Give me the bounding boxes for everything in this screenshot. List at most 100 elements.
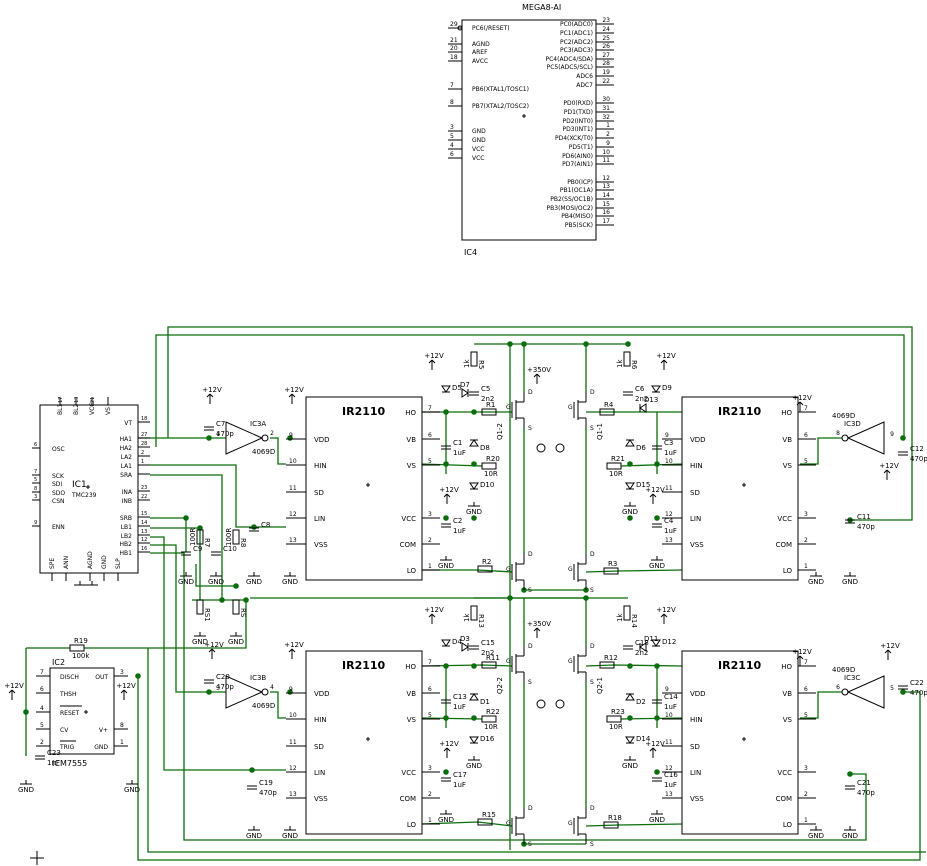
supply-arrow	[533, 373, 538, 378]
mosfet-source-label: S	[590, 425, 594, 432]
junction-dot	[443, 409, 449, 415]
wires	[23, 326, 926, 861]
wire	[270, 691, 286, 719]
diode-ref: D7	[460, 381, 470, 389]
tmc-pin-label: SRA	[120, 472, 133, 479]
junction-dot	[900, 689, 906, 695]
diode-ref: D11	[644, 635, 658, 643]
capacitor-value: 1uF	[664, 449, 677, 457]
ir2110-pin-number: 12	[665, 765, 673, 772]
tmc-pin-number: 17	[58, 397, 64, 403]
supply-label: +12V	[439, 740, 459, 748]
resistor-body	[470, 605, 478, 621]
diode-ref: D15	[636, 481, 650, 489]
resistor-ref: R2	[482, 558, 491, 566]
supply-arrow	[288, 648, 293, 653]
mosfet-drain-label: D	[590, 643, 595, 650]
ir2110-pin-label: LIN	[314, 769, 325, 777]
ir2110-pin-number: 3	[428, 511, 432, 518]
supply-arrow	[209, 393, 214, 398]
timer-pin-number: 4	[40, 705, 44, 712]
resistor-body	[232, 599, 240, 615]
mcu-pin-label: PC6(/RESET)	[472, 25, 510, 32]
inverted-pin-bubble	[457, 25, 463, 31]
tmc-pin-label: LA1	[121, 463, 133, 470]
motor-terminal	[536, 443, 546, 453]
wire	[195, 564, 236, 587]
ir2110-pin-number: 1	[804, 563, 808, 570]
capacitor-value: 470p	[910, 455, 927, 463]
ir2110-pin-label: LO	[407, 821, 417, 829]
inverter-pin-number: 4	[270, 684, 274, 691]
tmc-pin-label: LA2	[121, 454, 133, 461]
tmc-pin-number: 13	[74, 397, 80, 403]
inverter-part: 4069D	[252, 702, 275, 710]
gnd-label: GND	[246, 578, 262, 586]
mosfet-ref: Q2-1	[596, 677, 604, 694]
mosfet-drain-label: D	[590, 389, 595, 396]
gnd-label: GND	[808, 832, 824, 840]
ir2110-pin-number: 2	[428, 537, 432, 544]
gnd-label: GND	[649, 816, 665, 824]
diode-symbol	[469, 693, 479, 701]
motor-terminal	[536, 699, 546, 709]
capacitor-ref: C11	[857, 513, 871, 521]
ir2110-pin-number: 2	[428, 791, 432, 798]
supply-arrow	[796, 401, 801, 406]
supply-arrow	[446, 747, 451, 752]
tmc-pin-label: GND	[101, 555, 108, 569]
ir2110-pin-label: VCC	[401, 515, 416, 523]
capacitor-ref: C20	[216, 673, 230, 681]
supply-arrow	[536, 373, 541, 378]
junction-dot	[507, 595, 513, 601]
resistor-ref: R22	[486, 708, 500, 716]
capacitor-value: 1uF	[664, 703, 677, 711]
ir2110-pin-number: 5	[428, 712, 432, 719]
ir2110-pin-label: HIN	[314, 716, 327, 724]
mcu-pin-number: 29	[450, 21, 458, 28]
mcu-pin-label: AGND	[472, 41, 490, 48]
ir2110-pin-number: 2	[804, 791, 808, 798]
resistor-ref: R7	[203, 538, 211, 547]
gnd-label: GND	[466, 508, 482, 516]
tmc-pin-number: 18	[141, 416, 147, 422]
ir2110-pin-label: SD	[690, 743, 700, 751]
ir2110-pin-label: HIN	[690, 716, 703, 724]
junction-dot	[900, 435, 906, 441]
ir2110-pin-label: HO	[405, 663, 416, 671]
gnd-label: GND	[208, 578, 224, 586]
supply-arrow	[211, 648, 216, 653]
junction-dot	[471, 515, 477, 521]
mcu-pin-number: 18	[450, 54, 458, 61]
diode-ref: D10	[480, 481, 494, 489]
resistor-ref: R21	[611, 455, 625, 463]
mcu-pin-number: 1	[606, 122, 610, 129]
tmc-pin-label: AGND	[87, 551, 94, 569]
junction-dot	[654, 715, 660, 721]
diode-symbol	[639, 642, 647, 652]
ir2110-pin-number: 5	[428, 458, 432, 465]
ir2110-pin-number: 6	[428, 686, 432, 693]
supply-arrow	[443, 493, 448, 498]
inverter-pin-number: 3	[216, 685, 220, 692]
inverter-ref: IC3C	[844, 674, 860, 682]
ir2110-pin-label: VB	[782, 436, 792, 444]
gnd-label: GND	[649, 562, 665, 570]
gnd-label: GND	[808, 578, 824, 586]
mcu-pin-number: 25	[602, 35, 610, 42]
ir2110-pin-label: HIN	[690, 462, 703, 470]
tmc-pin-number: 16	[141, 546, 147, 552]
mosfet-ref: Q1-2	[496, 423, 504, 440]
junction-dot	[583, 595, 589, 601]
mosfet-gate-label: G	[506, 566, 511, 573]
resistor-body	[599, 661, 615, 669]
supply-arrow	[428, 359, 433, 364]
resistor-body	[603, 567, 619, 575]
mcu-pin-number: 30	[602, 96, 610, 103]
tmc-pin-label: VS	[105, 407, 112, 415]
supply-arrow	[288, 393, 293, 398]
capacitor-value: 470p	[259, 789, 277, 797]
supply-arrow	[886, 469, 891, 474]
mosfet-gate-label: G	[506, 820, 511, 827]
capacitor-ref: C12	[910, 445, 924, 453]
